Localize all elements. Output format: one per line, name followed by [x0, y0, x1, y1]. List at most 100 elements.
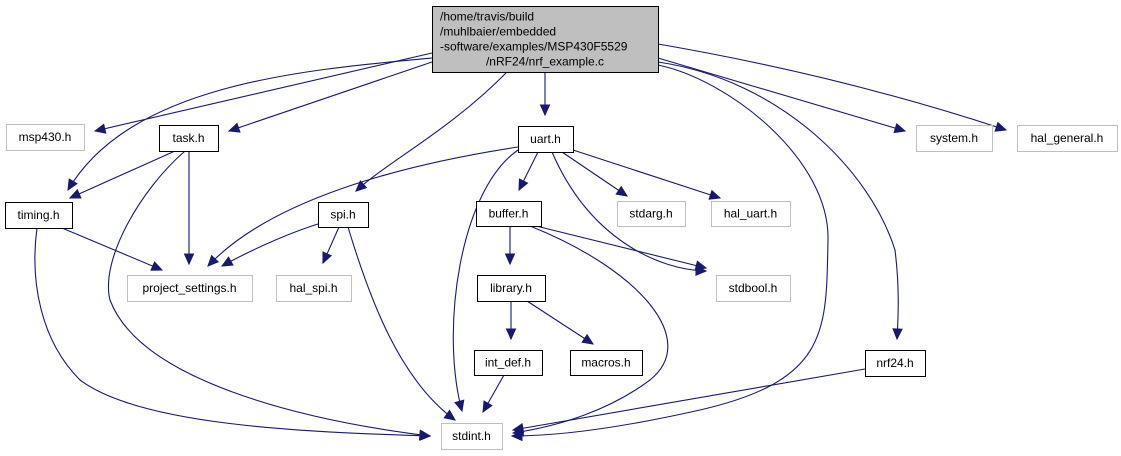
node-stdbool: stdbool.h [716, 275, 791, 302]
arrowhead-icon [454, 399, 465, 413]
edge-root-to-uart [539, 72, 551, 117]
arrowhead-icon [220, 256, 234, 267]
edge-line [512, 368, 866, 431]
edge-task-to-timing [68, 150, 176, 199]
node-label: /muhlbaier/embedded [440, 25, 556, 39]
edge-uart-to-hal_uart [572, 149, 722, 200]
node-label: spi.h [330, 208, 355, 222]
node-uart[interactable]: uart.h [518, 126, 574, 153]
edge-line [572, 149, 721, 199]
arrowhead-icon [150, 261, 164, 271]
node-label: /home/travis/build [440, 10, 534, 24]
node-library[interactable]: library.h [477, 275, 546, 302]
node-hal-spi: hal_spi.h [276, 275, 352, 302]
node-label: stdarg.h [629, 207, 672, 221]
node-nrf24[interactable]: nrf24.h [865, 350, 926, 377]
node-system: system.h [916, 125, 993, 152]
node-box [617, 201, 686, 227]
node-box [518, 126, 574, 153]
edge-line [657, 43, 1007, 131]
edge-root-to-hal_general [657, 43, 1008, 132]
edge-uart-to-buffer [518, 151, 539, 192]
arrowhead-icon [892, 328, 903, 341]
edge-line [561, 151, 628, 197]
node-box [716, 275, 791, 302]
arrowhead-icon [994, 121, 1008, 132]
edge-line [551, 151, 707, 272]
edge-buffer-to-stdbool [535, 225, 708, 271]
node-label: stdbool.h [729, 281, 778, 295]
edge-buffer-to-stdint [511, 225, 669, 437]
edge-spi-to-stdint [347, 226, 456, 421]
node-box [865, 350, 926, 377]
arrowhead-icon [581, 333, 595, 345]
edges-layer [34, 43, 1008, 442]
node-label: /nRF24/nrf_example.c [486, 55, 604, 69]
edge-timing-to-project_settings [61, 227, 164, 271]
node-box [5, 202, 73, 229]
node-label: int_def.h [485, 356, 531, 370]
node-label: task.h [172, 131, 204, 145]
arrowhead-icon [615, 185, 629, 197]
node-buffer[interactable]: buffer.h [476, 201, 542, 227]
edge-line [535, 225, 707, 269]
node-box [276, 275, 352, 302]
node-int-def[interactable]: int_def.h [474, 350, 543, 376]
edge-line [221, 223, 319, 267]
node-label: msp430.h [19, 130, 72, 144]
node-macros[interactable]: macros.h [570, 350, 643, 376]
edge-line [512, 225, 669, 434]
edge-root-to-system [657, 57, 907, 134]
edge-library-to-macros [526, 300, 595, 345]
node-label: stdint.h [452, 429, 491, 443]
edge-uart-to-stdarg [561, 151, 629, 197]
node-hal-uart: hal_uart.h [711, 201, 791, 227]
arrowhead-icon [504, 253, 516, 266]
edge-line [34, 227, 431, 437]
edge-line [657, 57, 906, 132]
node-timing[interactable]: timing.h [5, 202, 73, 229]
node-stdint: stdint.h [441, 423, 503, 450]
edge-nrf24-to-stdint [511, 368, 866, 434]
arrowhead-icon [355, 180, 368, 192]
node-label: library.h [490, 281, 532, 295]
node-box [441, 423, 503, 450]
edge-uart-to-project_settings [207, 146, 519, 267]
node-box [6, 124, 85, 151]
node-spi[interactable]: spi.h [318, 202, 369, 228]
arrowhead-icon [443, 409, 456, 421]
edge-line [526, 300, 594, 345]
node-box [474, 350, 543, 376]
node-box [1017, 125, 1118, 152]
arrowhead-icon [518, 178, 529, 192]
node-hal-general: hal_general.h [1017, 125, 1118, 152]
arrowhead-icon [227, 122, 241, 133]
edge-line [207, 146, 519, 267]
node-label: system.h [930, 131, 978, 145]
node-box [318, 202, 369, 228]
edge-root-to-msp430 [93, 52, 433, 134]
edge-line [94, 52, 433, 132]
edge-root-to-task [227, 61, 433, 133]
arrowhead-icon [482, 400, 493, 414]
arrowhead-icon [505, 328, 517, 341]
node-label: project_settings.h [142, 281, 236, 295]
node-box [432, 6, 659, 73]
edge-line [69, 150, 176, 199]
node-task[interactable]: task.h [159, 125, 219, 152]
node-label: macros.h [581, 356, 630, 370]
arrowhead-icon [68, 188, 82, 199]
nodes-layer: /home/travis/build/muhlbaier/embedded-so… [5, 6, 1118, 450]
node-label: uart.h [530, 132, 561, 146]
node-box [127, 275, 253, 302]
arrowhead-icon [322, 251, 333, 265]
node-box [476, 201, 542, 227]
edge-line [108, 150, 431, 437]
node-root[interactable]: /home/travis/build/muhlbaier/embedded-so… [432, 6, 659, 73]
node-box [570, 350, 643, 376]
arrowhead-icon [419, 430, 432, 441]
node-box [711, 201, 791, 227]
edge-line [452, 149, 519, 412]
edge-line [355, 71, 508, 192]
edge-line [67, 57, 433, 191]
